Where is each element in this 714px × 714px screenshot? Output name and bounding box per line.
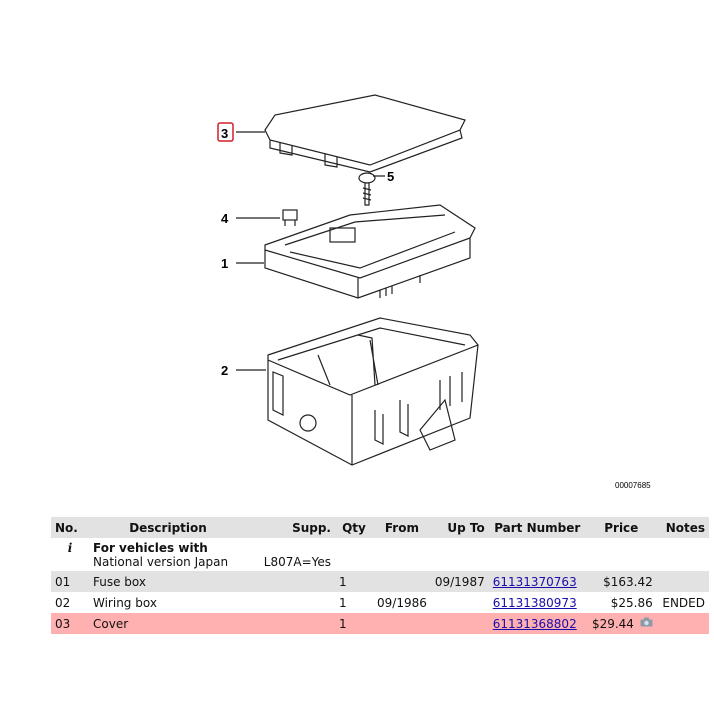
header-price: Price [585, 517, 657, 538]
info-supp: L807A=Yes [263, 555, 331, 569]
row-qty: 1 [335, 613, 373, 634]
part-number-link[interactable]: 61131380973 [492, 595, 577, 610]
callout-3[interactable]: 3 [221, 126, 228, 141]
row-supp [247, 613, 335, 634]
row-no: 01 [51, 571, 89, 592]
camera-icon[interactable] [640, 617, 653, 627]
part-number-link[interactable]: 61131370763 [492, 574, 577, 589]
row-qty: 1 [335, 571, 373, 592]
row-no: 02 [55, 595, 71, 610]
row-notes [656, 613, 709, 634]
info-subtitle: National version Japan [93, 555, 229, 569]
info-row: i For vehicles with National version Jap… [51, 538, 709, 571]
callout-2[interactable]: 2 [221, 363, 228, 378]
row-description: Fuse box [89, 571, 247, 592]
header-part-number: Part Number [488, 517, 586, 538]
callout-5[interactable]: 5 [387, 169, 394, 184]
parts-table: No. Description Supp. Qty From Up To Par… [51, 517, 709, 634]
info-title: For vehicles with [93, 541, 208, 555]
row-price: $25.86 [610, 595, 653, 610]
row-supp [247, 571, 335, 592]
row-description: Wiring box [93, 595, 157, 610]
row-price-cell: $29.44 [585, 613, 657, 634]
row-from [373, 613, 431, 634]
row-from: 09/1986 [377, 595, 427, 610]
callout-4[interactable]: 4 [221, 211, 229, 226]
cover-part [264, 94, 466, 173]
row-up-to: 09/1987 [430, 571, 489, 592]
row-qty: 1 [339, 595, 347, 610]
wiring-box-part [267, 317, 479, 466]
info-text: For vehicles with National version Japan… [89, 538, 335, 571]
header-supp: Supp. [247, 517, 335, 538]
header-no: No. [51, 517, 89, 538]
table-row[interactable]: 01 Fuse box 1 09/1987 61131370763 $163.4… [51, 571, 709, 592]
table-row[interactable]: 02 Wiring box 1 09/1986 61131380973 $25.… [51, 592, 709, 613]
row-notes [656, 571, 709, 592]
row-supp [247, 592, 335, 613]
header-qty: Qty [335, 517, 373, 538]
row-up-to [431, 592, 489, 613]
row-from [373, 571, 431, 592]
fuse-box-part [264, 204, 476, 299]
table-header: No. Description Supp. Qty From Up To Par… [51, 517, 709, 538]
info-icon: i [67, 541, 73, 555]
table-row-highlighted[interactable]: 03 Cover 1 61131368802 $29.44 [51, 613, 709, 634]
row-no: 03 [51, 613, 89, 634]
fuse-part [282, 209, 298, 226]
callout-1[interactable]: 1 [221, 256, 228, 271]
part-number-link[interactable]: 61131368802 [492, 616, 577, 631]
row-notes: ENDED [662, 595, 705, 610]
header-description: Description [89, 517, 247, 538]
diagram-reference-number: 00007685 [615, 481, 651, 490]
header-up-to: Up To [430, 517, 489, 538]
header-notes: Notes [656, 517, 709, 538]
parts-diagram: 3 5 4 1 2 00007685 [217, 94, 651, 490]
screw-part [358, 172, 376, 206]
row-price: $29.44 [591, 616, 634, 631]
callout-highlight-box [217, 122, 234, 142]
header-from: From [373, 517, 431, 538]
row-up-to [430, 613, 489, 634]
row-price: $163.42 [585, 571, 657, 592]
row-description: Cover [89, 613, 247, 634]
